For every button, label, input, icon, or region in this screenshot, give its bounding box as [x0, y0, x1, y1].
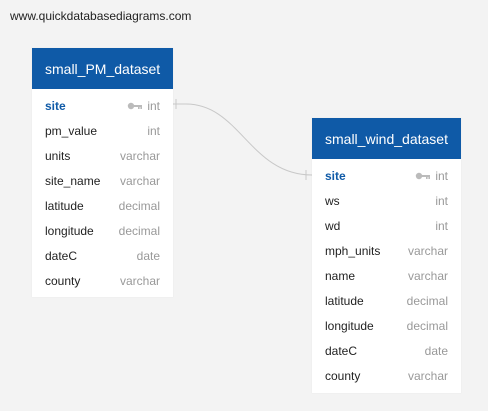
column-type: decimal — [406, 293, 448, 308]
column-type: date — [136, 248, 160, 263]
column-name: site_name — [45, 173, 101, 188]
column-name: latitude — [325, 293, 364, 308]
column-type-label: int — [435, 168, 448, 183]
column-name: ws — [325, 193, 340, 208]
table-small-wind-dataset[interactable]: small_wind_dataset site int ws int wd in… — [312, 118, 461, 393]
column-type: int — [127, 99, 160, 113]
column-row[interactable]: site int — [312, 163, 461, 188]
column-type: varchar — [119, 273, 160, 288]
table-header[interactable]: small_PM_dataset — [32, 48, 173, 89]
column-row[interactable]: latitude decimal — [312, 288, 461, 313]
column-name: wd — [325, 218, 341, 233]
column-type: varchar — [119, 148, 160, 163]
column-type: int — [435, 218, 448, 233]
column-type: varchar — [119, 173, 160, 188]
column-row[interactable]: name varchar — [312, 263, 461, 288]
column-name: dateC — [45, 248, 78, 263]
column-name: dateC — [325, 343, 358, 358]
column-name: units — [45, 148, 71, 163]
column-row[interactable]: wd int — [312, 213, 461, 238]
column-name: longitude — [325, 318, 374, 333]
column-name: site — [325, 168, 346, 183]
column-name: mph_units — [325, 243, 381, 258]
column-row[interactable]: units varchar — [32, 143, 173, 168]
column-row[interactable]: longitude decimal — [312, 313, 461, 338]
column-type-label: int — [147, 98, 160, 113]
column-type: varchar — [407, 243, 448, 258]
column-row[interactable]: latitude decimal — [32, 193, 173, 218]
watermark: www.quickdatabasediagrams.com — [10, 9, 192, 23]
column-type: int — [415, 169, 448, 183]
column-row[interactable]: site int — [32, 93, 173, 118]
column-name: county — [45, 273, 81, 288]
column-type: varchar — [407, 368, 448, 383]
column-row[interactable]: ws int — [312, 188, 461, 213]
table-header[interactable]: small_wind_dataset — [312, 118, 461, 159]
column-name: name — [325, 268, 356, 283]
column-row[interactable]: pm_value int — [32, 118, 173, 143]
column-type: decimal — [118, 198, 160, 213]
column-row[interactable]: dateC date — [32, 243, 173, 268]
table-small-pm-dataset[interactable]: small_PM_dataset site int pm_value int u… — [32, 48, 173, 297]
column-name: latitude — [45, 198, 84, 213]
key-icon — [128, 102, 143, 109]
column-row[interactable]: county varchar — [312, 363, 461, 388]
column-row[interactable]: county varchar — [32, 268, 173, 293]
column-row[interactable]: mph_units varchar — [312, 238, 461, 263]
column-row[interactable]: longitude decimal — [32, 218, 173, 243]
column-type: int — [435, 193, 448, 208]
column-type: decimal — [406, 318, 448, 333]
column-list: site int ws int wd int mph_units varchar — [312, 159, 461, 388]
column-type: decimal — [118, 223, 160, 238]
relationship-line — [173, 103, 313, 176]
column-row[interactable]: dateC date — [312, 338, 461, 363]
key-icon — [416, 172, 431, 179]
column-name: pm_value — [45, 123, 98, 138]
column-name: site — [45, 98, 66, 113]
column-name: longitude — [45, 223, 94, 238]
column-list: site int pm_value int units varchar site… — [32, 89, 173, 293]
column-row[interactable]: site_name varchar — [32, 168, 173, 193]
column-type: int — [147, 123, 160, 138]
column-type: date — [424, 343, 448, 358]
column-name: county — [325, 368, 361, 383]
column-type: varchar — [407, 268, 448, 283]
